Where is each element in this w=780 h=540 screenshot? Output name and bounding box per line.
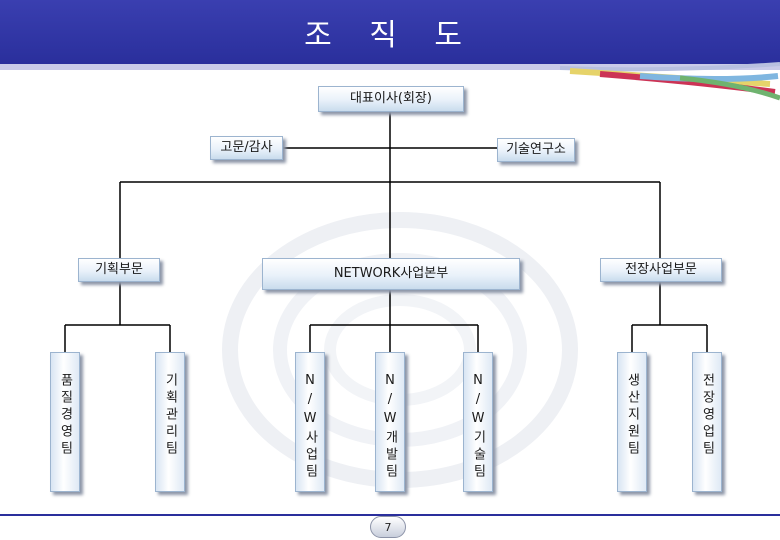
page-title: 조 직 도 [304,18,476,53]
team-box-production: 생산지원팀 [617,352,647,492]
footer-divider [0,514,780,516]
header-divider [0,64,780,70]
decorative-swirl-graphic [560,62,780,101]
planning-division-box: 기획부문 [78,258,160,282]
page-number: 7 [370,516,406,538]
network-division-box: NETWORK사업본부 [262,258,520,290]
exhibit-division-box: 전장사업부문 [600,258,722,282]
team-box-nw-sales: N/W사업팀 [295,352,325,492]
ceo-box: 대표이사(회장) [318,86,464,112]
team-box-nw-dev: N/W개발팀 [375,352,405,492]
advisor-box: 고문/감사 [210,136,283,160]
title-banner: 조 직 도 [0,0,780,64]
team-box-nw-tech: N/W기술팀 [463,352,493,492]
team-box-exhibit-sales: 전장영업팀 [692,352,722,492]
team-box-quality: 품질경영팀 [50,352,80,492]
research-lab-box: 기술연구소 [497,138,575,162]
team-box-planning: 기획관리팀 [155,352,185,492]
